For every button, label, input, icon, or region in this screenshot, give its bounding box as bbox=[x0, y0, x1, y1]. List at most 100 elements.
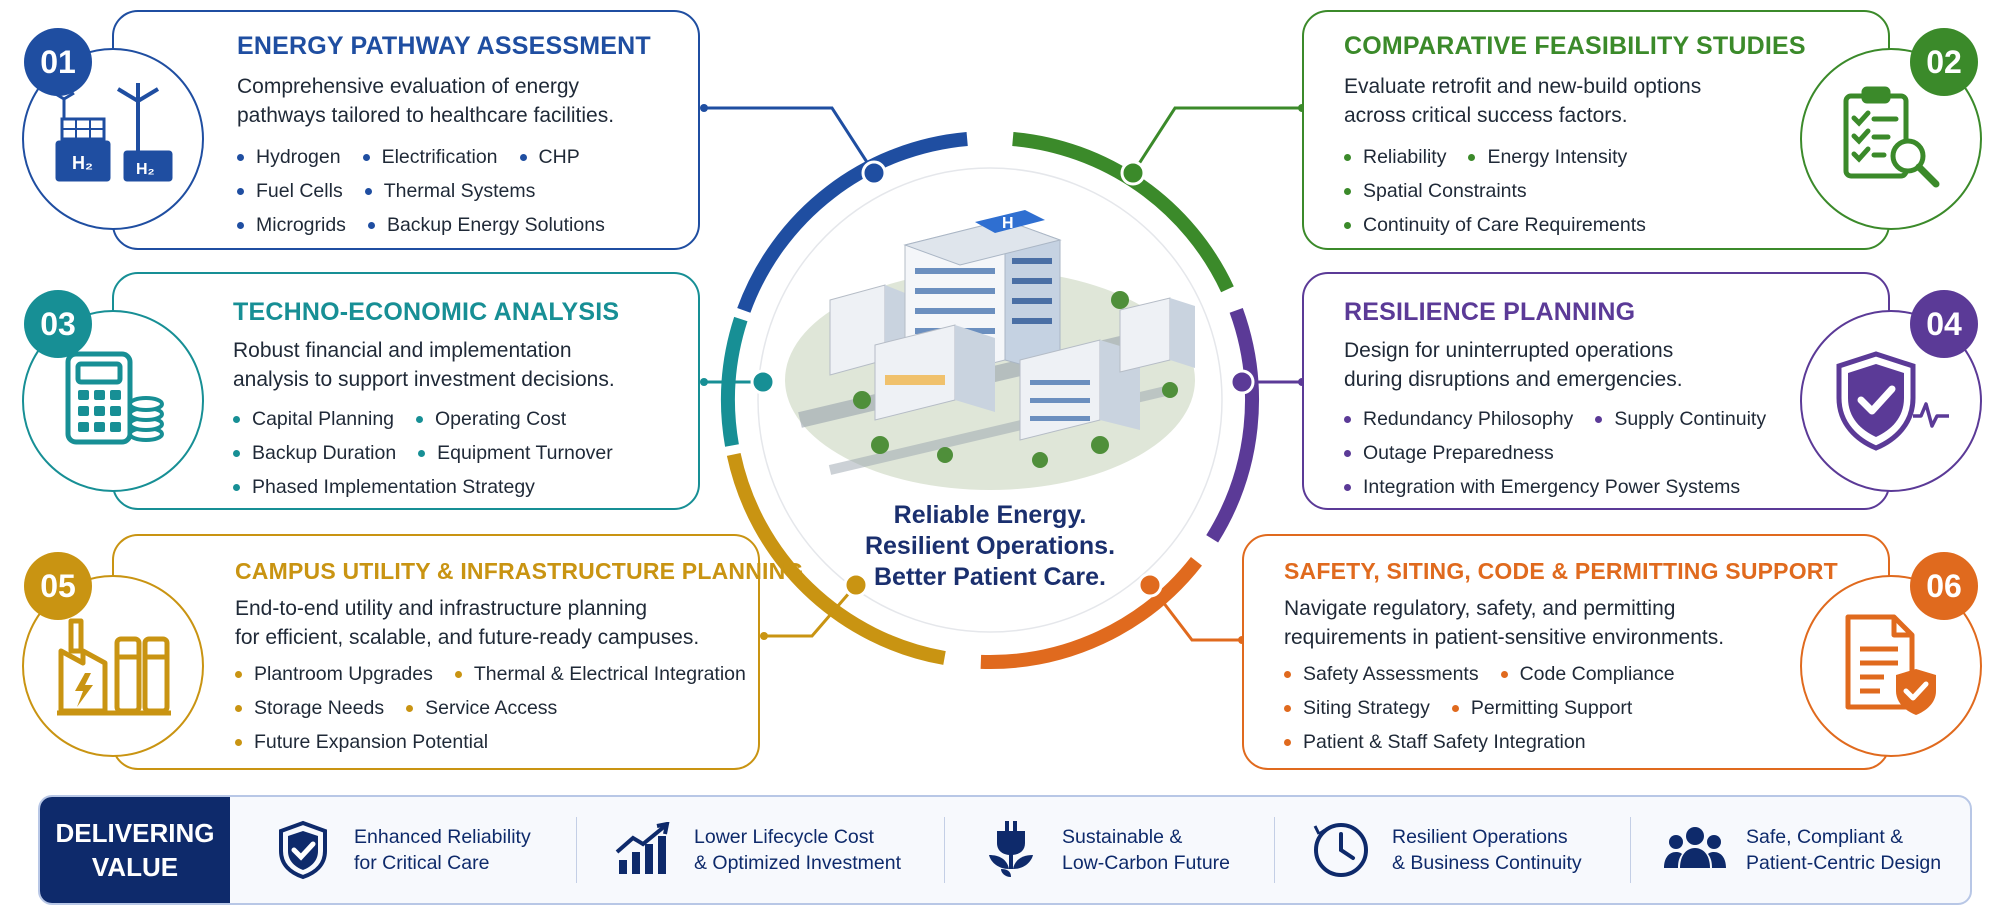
card-title: RESILIENCE PLANNING bbox=[1344, 298, 1636, 326]
connector-node bbox=[843, 572, 869, 598]
connector-node bbox=[1229, 369, 1255, 395]
card-number-badge: 06 bbox=[1910, 552, 1978, 620]
bullet-item: Reliability bbox=[1344, 146, 1446, 169]
power-plant-icon bbox=[57, 618, 171, 716]
card-techno-economic-analysis: TECHNO-ECONOMIC ANALYSIS Robust financia… bbox=[112, 272, 700, 510]
card-description: Comprehensive evaluation of energy pathw… bbox=[237, 75, 615, 127]
bullet-row: Future Expansion Potential bbox=[235, 725, 768, 759]
card-safety-siting-code-permitting-support: SAFETY, SITING, CODE & PERMITTING SUPPOR… bbox=[1242, 534, 1890, 770]
bullet-item: Capital Planning bbox=[233, 408, 394, 431]
bullet-item: Backup Duration bbox=[233, 442, 396, 465]
connector-line bbox=[1148, 584, 1242, 642]
bullet-row: Safety Assessments Code Compliance bbox=[1284, 657, 1697, 691]
svg-text:H₂: H₂ bbox=[72, 153, 93, 173]
tagline-line-1: Reliable Energy. bbox=[893, 501, 1087, 529]
bullet-item: Phased Implementation Strategy bbox=[233, 476, 535, 499]
card-number-badge: 02 bbox=[1910, 28, 1978, 96]
connector-node bbox=[1120, 160, 1146, 186]
campus-utility-icon-ring bbox=[22, 575, 204, 757]
bullet-row: Storage Needs Service Access bbox=[235, 691, 768, 725]
feasibility-icon-ring bbox=[1800, 48, 1982, 230]
bullet-item: Code Compliance bbox=[1500, 663, 1675, 686]
clock-icon bbox=[1313, 823, 1368, 877]
card-resilience-planning: RESILIENCE PLANNING Design for uninterru… bbox=[1302, 272, 1890, 510]
hub-ring-arc bbox=[1206, 307, 1259, 543]
card-bullets: Plantroom Upgrades Thermal & Electrical I… bbox=[235, 657, 768, 759]
connector-node bbox=[1137, 572, 1163, 598]
bullet-item: Future Expansion Potential bbox=[235, 731, 488, 754]
bullet-row: Patient & Staff Safety Integration bbox=[1284, 725, 1697, 759]
bullet-row: Capital Planning Operating Cost bbox=[233, 402, 635, 436]
bullet-row: Integration with Emergency Power Systems bbox=[1344, 470, 1788, 504]
connector-line bbox=[764, 584, 858, 638]
calculator-coins-icon bbox=[65, 351, 164, 445]
hub-ring-arc bbox=[1012, 132, 1234, 293]
bullet-row: Phased Implementation Strategy bbox=[233, 470, 635, 504]
bullet-row: Plantroom Upgrades Thermal & Electrical I… bbox=[235, 657, 768, 691]
bullet-item: Safety Assessments bbox=[1284, 663, 1479, 686]
bullet-row: Continuity of Care Requirements bbox=[1344, 208, 1668, 242]
card-title: CAMPUS UTILITY & INFRASTRUCTURE PLANNING bbox=[235, 558, 804, 584]
connector-line bbox=[704, 106, 876, 174]
connector-line bbox=[1131, 106, 1302, 174]
connector-node bbox=[861, 160, 887, 186]
bullet-item: Equipment Turnover bbox=[418, 442, 613, 465]
card-title: ENERGY PATHWAY ASSESSMENT bbox=[237, 32, 651, 60]
tagline-line-2: Resilient Operations. bbox=[864, 532, 1116, 560]
value-item-sustainable: Sustainable &Low-Carbon Future bbox=[980, 797, 1230, 903]
card-description: Design for uninterrupted operations duri… bbox=[1344, 339, 1683, 391]
hospital-campus-illustration: H bbox=[785, 210, 1195, 490]
hydrogen-energy-icon: H₂ H₂ bbox=[53, 83, 173, 182]
bullet-item: Hydrogen bbox=[237, 146, 341, 169]
bullet-item: Patient & Staff Safety Integration bbox=[1284, 731, 1586, 754]
shield-check-icon bbox=[279, 820, 327, 880]
bullet-item: Service Access bbox=[406, 697, 557, 720]
connector-lines bbox=[700, 104, 1306, 644]
bullet-item: Microgrids bbox=[237, 214, 346, 237]
delivering-value-label: DELIVERING VALUE bbox=[40, 797, 230, 903]
growth-chart-icon bbox=[615, 822, 670, 874]
card-number-badge: 03 bbox=[24, 290, 92, 358]
bullet-row: Microgrids Backup Energy Solutions bbox=[237, 208, 627, 242]
tagline-line-3: Better Patient Care. bbox=[873, 563, 1107, 591]
people-group-icon bbox=[1664, 827, 1726, 868]
svg-text:H: H bbox=[1002, 215, 1014, 232]
bullet-item: Plantroom Upgrades bbox=[235, 663, 433, 686]
card-description: Evaluate retrofit and new-build options … bbox=[1344, 75, 1702, 127]
bullet-item: Thermal & Electrical Integration bbox=[454, 663, 746, 686]
bullet-item: Outage Preparedness bbox=[1344, 442, 1554, 465]
bullet-item: Spatial Constraints bbox=[1344, 180, 1527, 203]
value-item-lifecycle-cost: Lower Lifecycle Cost& Optimized Investme… bbox=[612, 797, 901, 903]
svg-text:H₂: H₂ bbox=[136, 161, 155, 178]
value-item-resilient-operations: Resilient Operations& Business Continuit… bbox=[1310, 797, 1582, 903]
bullet-item: Operating Cost bbox=[416, 408, 566, 431]
hub-ring-arc bbox=[980, 556, 1202, 669]
energy-pathway-icon-ring: H₂ H₂ bbox=[22, 48, 204, 230]
bullet-item: Storage Needs bbox=[235, 697, 384, 720]
connector-endpoint bbox=[700, 104, 708, 112]
bullet-item: Integration with Emergency Power Systems bbox=[1344, 476, 1740, 499]
plug-leaf-icon bbox=[989, 821, 1033, 877]
value-item-safe-compliant: Safe, Compliant &Patient-Centric Design bbox=[1664, 797, 1941, 903]
bullet-item: Siting Strategy bbox=[1284, 697, 1430, 720]
bullet-item: Electrification bbox=[362, 146, 498, 169]
card-campus-utility-infrastructure-planning: CAMPUS UTILITY & INFRASTRUCTURE PLANNING… bbox=[112, 534, 803, 770]
card-number-badge: 01 bbox=[24, 28, 92, 96]
bullet-row: Outage Preparedness bbox=[1344, 436, 1788, 470]
connector-endpoint bbox=[760, 632, 768, 640]
bullet-item: Backup Energy Solutions bbox=[367, 214, 605, 237]
checklist-magnifier-icon bbox=[1843, 86, 1940, 188]
card-energy-pathway-assessment: ENERGY PATHWAY ASSESSMENT Comprehensive … bbox=[112, 10, 700, 250]
document-shield-icon bbox=[1845, 614, 1936, 715]
card-description: Navigate regulatory, safety, and permitt… bbox=[1284, 597, 1725, 649]
bullet-item: Supply Continuity bbox=[1595, 408, 1766, 431]
